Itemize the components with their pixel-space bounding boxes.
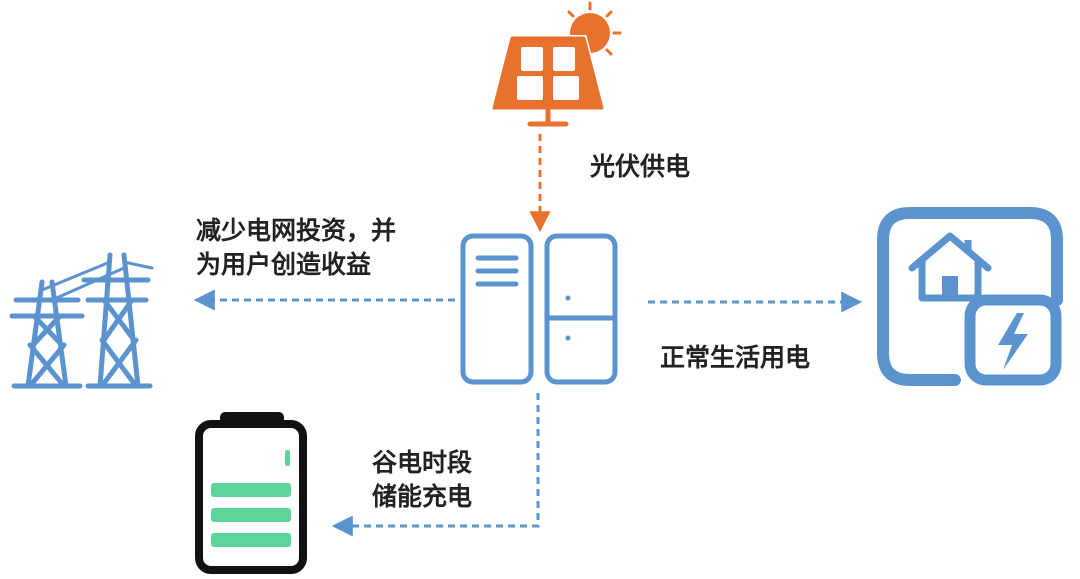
offpeak-charge-label-line2: 储能充电 bbox=[372, 482, 473, 511]
transmission-tower-icon bbox=[9, 252, 154, 389]
grid-benefit-label-line1: 减少电网投资，并 bbox=[196, 216, 397, 245]
energy-storage-cabinet-icon bbox=[460, 233, 618, 385]
solar-panel-icon bbox=[490, 1, 622, 127]
lightning-icon bbox=[964, 294, 1062, 386]
home-icon bbox=[877, 207, 1063, 386]
battery-icon bbox=[195, 412, 307, 574]
home-usage-label: 正常生活用电 bbox=[660, 343, 811, 372]
offpeak-charge-label-line1: 谷电时段 bbox=[372, 448, 473, 477]
storage-to-battery-arrow bbox=[331, 393, 540, 537]
grid-benefit-label-line2: 为用户创造收益 bbox=[196, 250, 372, 279]
solar-supply-label: 光伏供电 bbox=[590, 152, 691, 181]
